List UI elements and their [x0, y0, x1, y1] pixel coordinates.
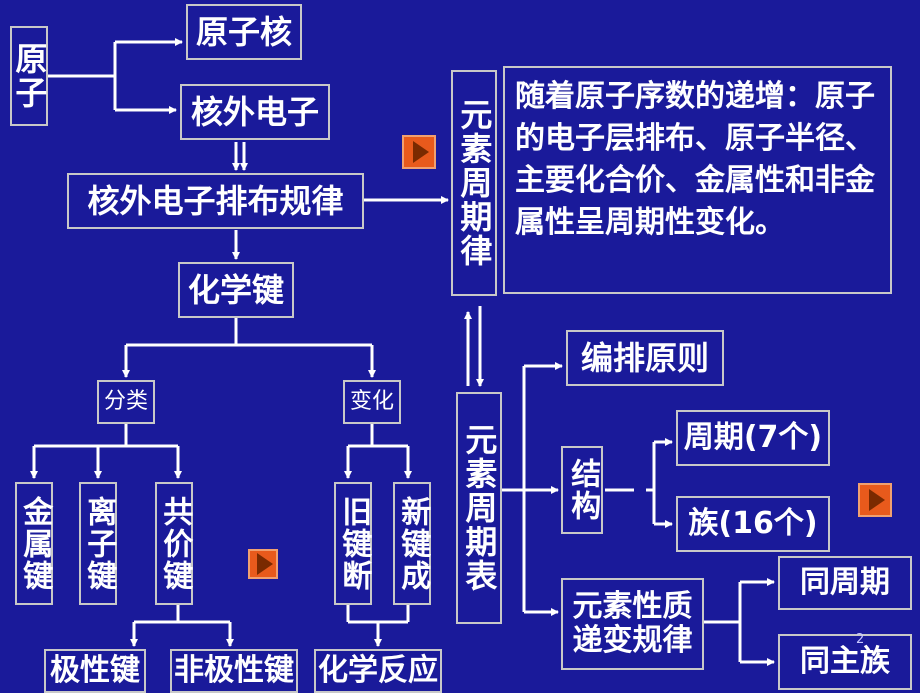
node-zu: 族(16个) [676, 496, 830, 552]
node-xingzhi-guilv: 元素性质递变规律 [561, 578, 704, 670]
node-lizijian: 离子键 [79, 482, 117, 605]
node-huaxuejian: 化学键 [178, 262, 294, 318]
play-button-icon[interactable] [248, 549, 278, 579]
node-zhouqilv: 元素周期律 [451, 70, 497, 296]
play-triangle-icon [869, 489, 885, 511]
page-number: 2 [856, 632, 865, 647]
play-triangle-icon [413, 141, 429, 163]
node-yuanzihe: 原子核 [186, 4, 302, 60]
node-yuanzi: 原子 [10, 26, 48, 126]
play-triangle-icon [257, 553, 273, 575]
play-button-icon[interactable] [858, 483, 892, 517]
node-fenlei: 分类 [97, 380, 155, 424]
node-paibu-guilv: 核外电子排布规律 [67, 173, 364, 229]
periodic-law-description: 随着原子序数的递增：原子的电子层排布、原子半径、主要化合价、金属性和非金属性呈周… [503, 66, 892, 294]
play-button-icon[interactable] [402, 135, 436, 169]
node-jixingjian: 极性键 [44, 649, 146, 693]
node-feijixingjian: 非极性键 [170, 649, 298, 693]
node-tong-zhuzu: 同主族 [778, 634, 912, 690]
node-bianpai-yuanze: 编排原则 [566, 330, 724, 386]
node-hewai-dianzi: 核外电子 [180, 84, 330, 140]
node-bianhua: 变化 [343, 380, 401, 424]
node-xinjian-cheng: 新键成 [393, 482, 431, 605]
node-zhouqibiao: 元素周期表 [456, 392, 502, 624]
node-tong-zhouqi: 同周期 [778, 556, 912, 610]
node-gongjiajian: 共价键 [155, 482, 193, 605]
node-jiujian-duan: 旧键断 [334, 482, 372, 605]
node-huaxue-fanying: 化学反应 [314, 649, 442, 693]
node-zhouqi: 周期(7个) [676, 410, 830, 466]
node-jinshujian: 金属键 [15, 482, 53, 605]
node-jiegou: 结构 [561, 446, 603, 534]
